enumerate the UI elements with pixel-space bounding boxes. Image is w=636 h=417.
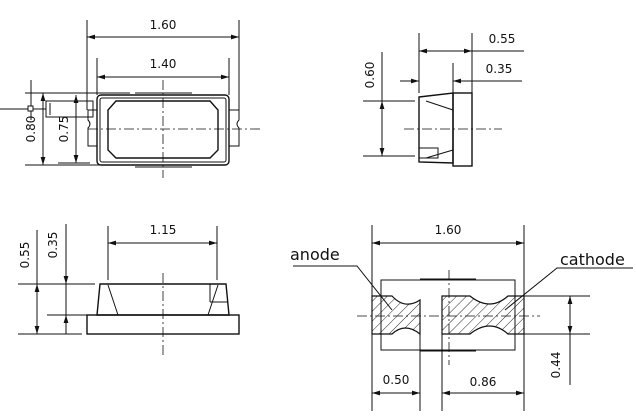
anode-label: anode xyxy=(290,245,340,264)
front-view: 1.15 0.55 0.35 xyxy=(18,223,240,357)
dim-depth-total: 0.55 xyxy=(489,32,516,46)
anode-pad xyxy=(371,295,421,336)
dim-height-total: 0.80 xyxy=(24,116,38,143)
dim-width-total: 1.60 xyxy=(435,223,462,237)
side-view: 0.55 0.35 0.60 xyxy=(363,32,524,167)
top-view: 1.60 1.40 0.80 0.75 xyxy=(0,18,262,178)
dim-height-total: 0.55 xyxy=(18,242,32,269)
dim-height-body: 0.75 xyxy=(57,116,71,143)
dim-anode-width: 0.50 xyxy=(383,373,410,387)
cathode-pad xyxy=(441,295,525,335)
dim-height-base: 0.35 xyxy=(46,232,60,259)
dim-width-body: 1.40 xyxy=(150,57,177,71)
dim-depth-lens: 0.35 xyxy=(486,62,513,76)
dim-height: 0.60 xyxy=(363,62,377,89)
dim-width-total: 1.60 xyxy=(150,18,177,32)
bottom-view: 1.60 anode cathode 0.44 0.50 0.86 xyxy=(290,223,633,411)
cathode-label: cathode xyxy=(560,250,625,269)
dim-cathode-width: 0.86 xyxy=(470,375,497,389)
dim-top-width: 1.15 xyxy=(150,223,177,237)
dim-pad-height: 0.44 xyxy=(549,352,563,379)
